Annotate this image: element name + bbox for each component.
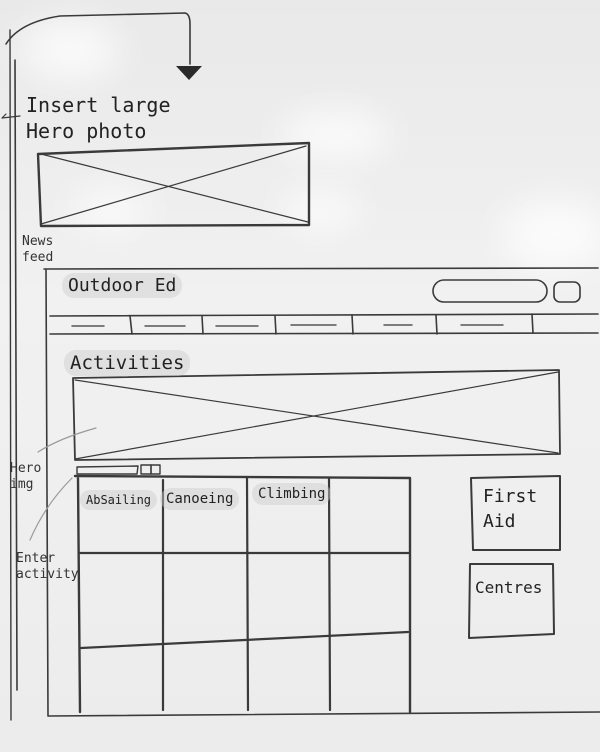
filter-button-a xyxy=(140,464,152,475)
hero-img-label-line1: Hero xyxy=(10,461,42,476)
news-feed-label-line2: feed xyxy=(22,250,54,265)
filter-input-outline xyxy=(76,465,139,475)
left-margin-line-inner xyxy=(14,59,18,691)
flow-arrow-line xyxy=(5,12,191,65)
top-hero-placeholder-cross-b xyxy=(40,145,307,225)
search-button-outline xyxy=(553,281,581,303)
hero-img-leader xyxy=(37,427,97,453)
top-hero-placeholder-cross-a xyxy=(40,153,309,223)
hero-instruction-line2: Hero photo xyxy=(26,119,147,143)
nav-bar-outline xyxy=(49,313,599,335)
activities-hero-cross-a xyxy=(74,379,559,454)
filter-button-b xyxy=(150,464,161,475)
centres-box-outline xyxy=(468,563,555,639)
activities-grid-rows xyxy=(78,551,411,650)
top-hero-placeholder-box xyxy=(36,141,311,228)
centres-label[interactable]: Centres xyxy=(475,578,543,597)
activities-grid-columns xyxy=(161,476,332,712)
left-small-arrow xyxy=(1,113,21,119)
search-box-outline xyxy=(432,279,548,303)
activity-column-climbing[interactable]: Climbing xyxy=(252,483,332,505)
section-title-activities: Activities xyxy=(64,350,191,376)
activities-hero-placeholder-box xyxy=(72,369,561,461)
first-aid-label-line1[interactable]: First xyxy=(483,486,538,507)
enter-activity-leader xyxy=(29,477,73,541)
hero-img-label-line2: img xyxy=(10,477,34,492)
page-frame xyxy=(43,267,600,717)
first-aid-label-line2[interactable]: Aid xyxy=(483,511,516,532)
left-margin-line-outer xyxy=(9,29,12,721)
enter-activity-label-line1: Enter xyxy=(16,551,56,566)
activity-column-canoeing[interactable]: Canoeing xyxy=(160,488,240,510)
site-title[interactable]: Outdoor Ed xyxy=(62,273,183,298)
nav-dividers xyxy=(129,313,534,335)
activity-column-absailing[interactable]: AbSailing xyxy=(80,490,158,510)
news-feed-label-line1: News xyxy=(22,234,54,249)
activities-grid-outline xyxy=(73,474,412,714)
flow-arrowhead xyxy=(176,66,202,80)
hero-instruction-line1: Insert large xyxy=(26,93,171,117)
enter-activity-label-line2: activity xyxy=(16,567,79,582)
first-aid-box-outline xyxy=(470,475,561,551)
activities-hero-cross-b xyxy=(74,371,559,460)
